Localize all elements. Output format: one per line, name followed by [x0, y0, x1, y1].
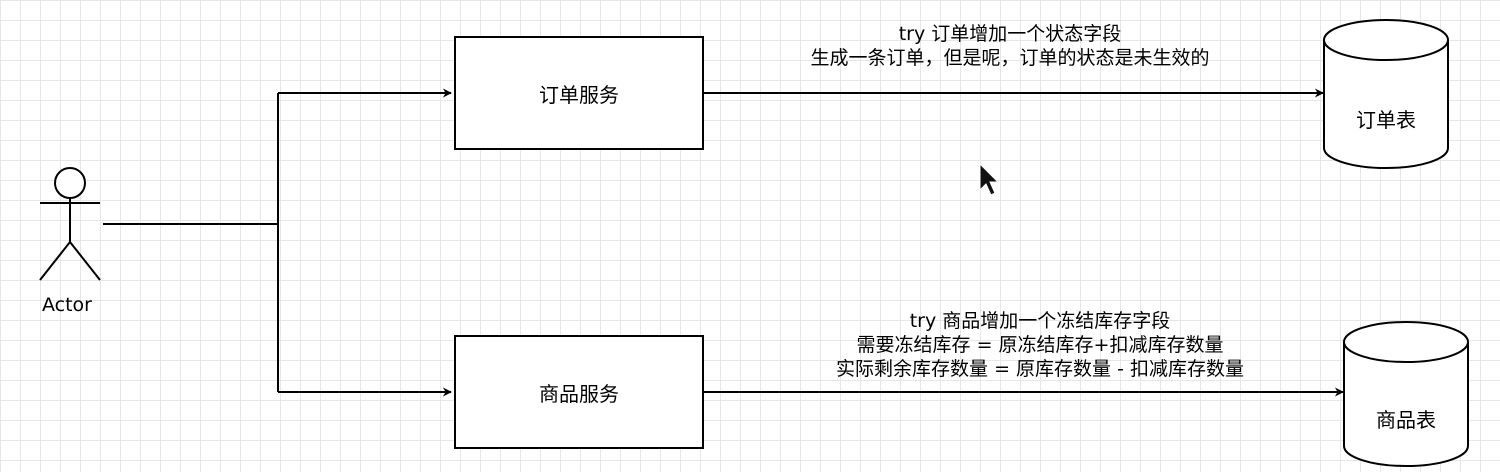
product-service-label: 商品服务 [539, 381, 619, 406]
product-annotation-line-1: try 商品增加一个冻结库存字段 [909, 310, 1171, 332]
product-edge-annotation: try 商品增加一个冻结库存字段 需要冻结库存 = 原冻结库存+扣减库存数量 实… [730, 309, 1350, 381]
order-service-label: 订单服务 [539, 82, 619, 107]
order-table-label: 订单表 [1356, 108, 1416, 132]
actor-right-leg [69, 241, 101, 281]
product-annotation-line-3: 实际剩余库存数量 = 原库存数量 - 扣减库存数量 [836, 358, 1244, 380]
product-table-cylinder[interactable] [1343, 321, 1469, 467]
mouse-cursor-icon [979, 162, 1000, 196]
order-annotation-line-2: 生成一条订单，但是呢，订单的状态是未生效的 [810, 47, 1210, 69]
order-annotation-line-1: try 订单增加一个状态字段 [898, 23, 1122, 45]
actor-head [54, 167, 86, 199]
product-service-box[interactable]: 商品服务 [454, 335, 704, 449]
actor-label: Actor [42, 294, 92, 316]
order-table-cylinder[interactable] [1323, 19, 1449, 169]
product-table-label: 商品表 [1376, 408, 1436, 432]
product-annotation-line-2: 需要冻结库存 = 原冻结库存+扣减库存数量 [856, 334, 1224, 356]
order-service-box[interactable]: 订单服务 [454, 36, 704, 150]
order-edge-annotation: try 订单增加一个状态字段 生成一条订单，但是呢，订单的状态是未生效的 [710, 22, 1310, 70]
actor-figure[interactable] [39, 167, 101, 281]
actor-left-leg [39, 241, 71, 281]
